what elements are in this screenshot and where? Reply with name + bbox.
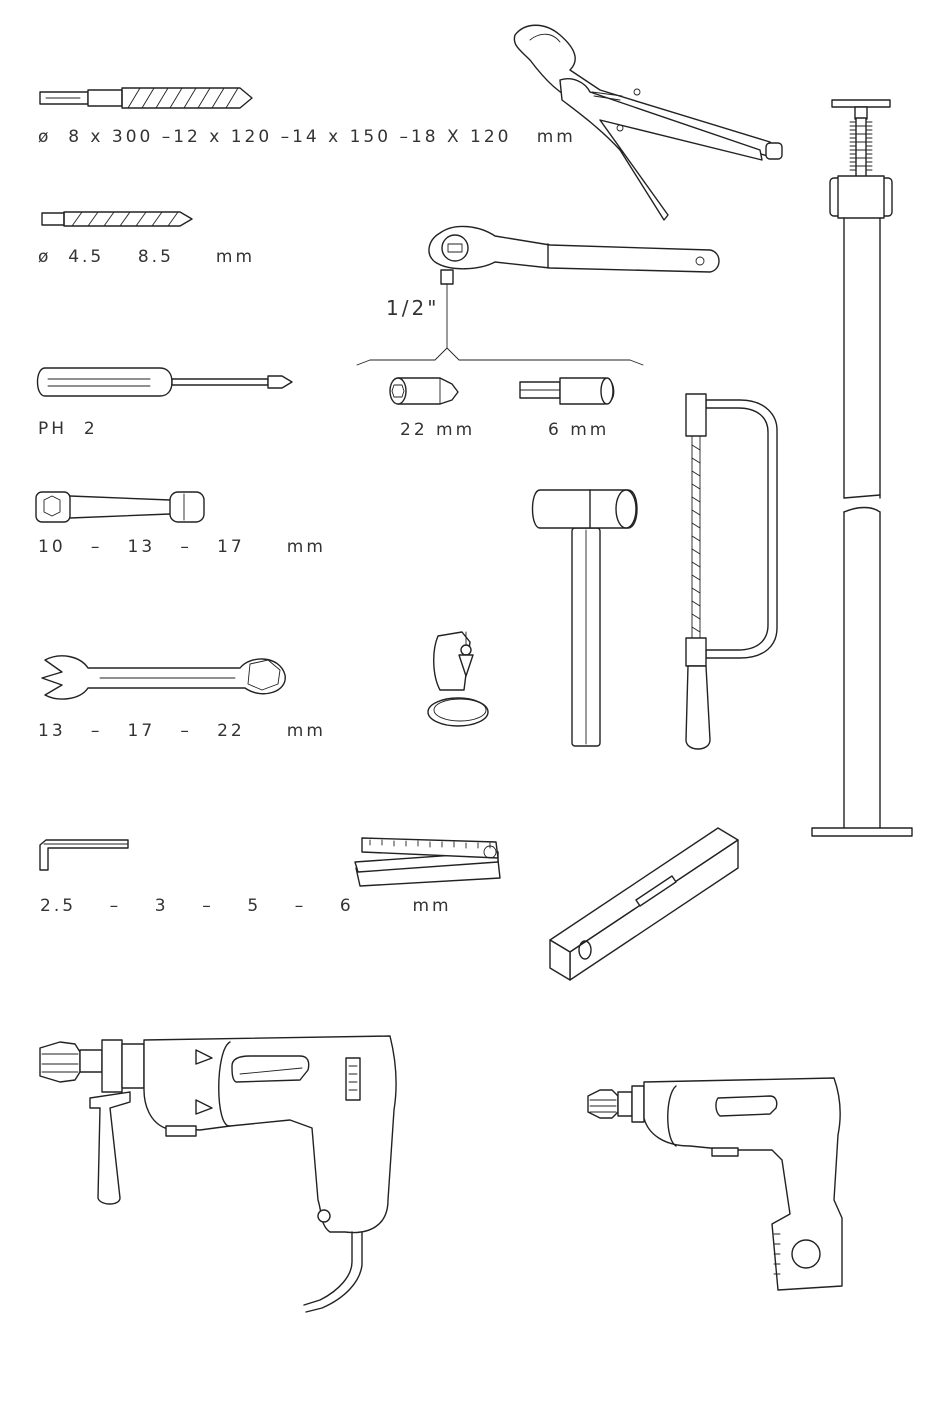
cordless-drill-icon	[588, 1078, 842, 1290]
combination-wrench-icon	[42, 656, 285, 699]
hex-keys-label: 2.5 – 3 – 5 – 6 mm	[40, 898, 452, 915]
screwdriver-label: PH 2	[38, 421, 98, 438]
socket-22-label: 22 mm	[400, 422, 475, 439]
hacksaw-icon	[686, 394, 777, 749]
hammer-drill-icon	[40, 1036, 396, 1312]
twist-drill-bits-label: ø 4.5 8.5 mm	[38, 249, 255, 266]
spirit-level-icon	[550, 828, 738, 980]
sds-drill-bits-label: ø 8 x 300 –12 x 120 –14 x 150 –18 X 120 …	[38, 129, 576, 146]
locking-pliers-icon	[514, 25, 782, 220]
hex-bit-6-label: 6 mm	[548, 422, 609, 439]
hex-key-icon	[40, 840, 128, 870]
combination-wrench-label: 13 – 17 – 22 mm	[38, 723, 326, 740]
prop-jack-icon	[812, 100, 912, 836]
mallet-icon	[533, 490, 638, 746]
folding-ruler-icon	[355, 838, 500, 886]
twist-drill-bit-icon	[42, 212, 192, 226]
sds-drill-bit-icon	[40, 88, 252, 108]
plumb-bob-icon	[428, 632, 488, 726]
hex-bit-socket-icon	[520, 378, 614, 404]
box-spanner-label: 10 – 13 – 17 mm	[38, 539, 326, 556]
socket-icon	[390, 378, 458, 404]
box-spanner-icon	[36, 492, 204, 522]
ratchet-drive-label: 1/2"	[386, 298, 439, 318]
screwdriver-icon	[38, 368, 293, 396]
